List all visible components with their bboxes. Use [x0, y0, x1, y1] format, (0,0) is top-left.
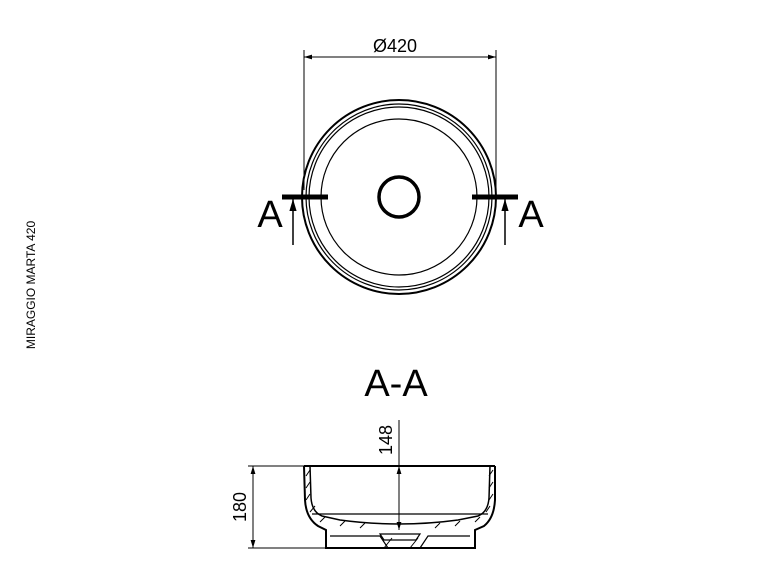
- basin-rim-inner-2: [308, 106, 490, 288]
- basin-inner-profile: [309, 465, 491, 525]
- basin-rim-inner-1: [305, 103, 493, 291]
- section-mark-left: A: [257, 194, 283, 236]
- side-label: MIRAGGIO MARTA 420: [24, 221, 38, 350]
- base-inner: [330, 535, 470, 549]
- depth-label: 148: [376, 425, 396, 455]
- section-mark-right: A: [518, 194, 544, 236]
- plan-view: [282, 50, 518, 295]
- basin-outer-profile: [303, 465, 496, 549]
- section-view: [248, 420, 496, 549]
- drain-section: [378, 533, 422, 541]
- basin-outer-rim: [301, 99, 497, 295]
- drain-hole: [377, 175, 421, 219]
- height-label: 180: [230, 492, 250, 522]
- basin-bowl-edge: [320, 118, 478, 276]
- hatching: [305, 469, 494, 549]
- diameter-label: Ø420: [373, 36, 417, 56]
- section-title: A-A: [364, 363, 428, 405]
